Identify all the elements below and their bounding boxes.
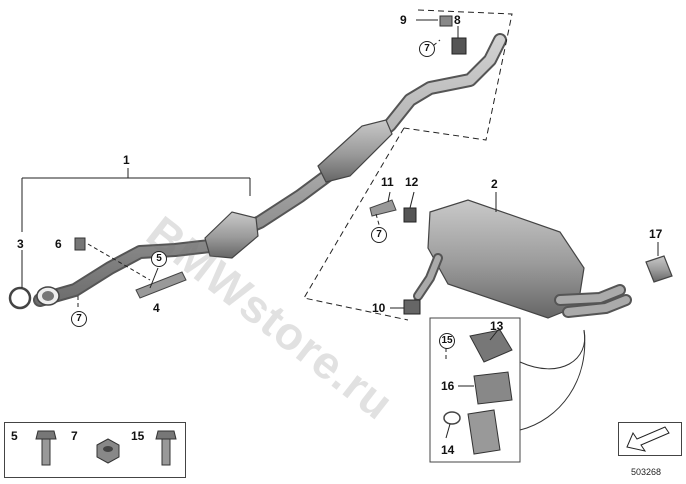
- callout-2: 2: [491, 177, 498, 191]
- legend-number-15: 15: [131, 429, 145, 443]
- front-pipe: [33, 33, 507, 307]
- arrow-icon: [626, 426, 670, 452]
- callout-7-circled-c: 7: [371, 227, 387, 243]
- callout-14: 14: [441, 443, 455, 457]
- reference-number: 503268: [631, 467, 662, 477]
- callout-9: 9: [400, 13, 407, 27]
- small-parts: [8, 15, 467, 315]
- bolt-icon: [155, 430, 177, 466]
- fastener-legend: 5 7 15: [4, 422, 186, 478]
- catalytic-converter: [204, 211, 259, 259]
- callout-4: 4: [153, 301, 160, 315]
- callout-7-circled-a: 7: [71, 311, 87, 327]
- tailpipe-sleeve: [645, 255, 673, 283]
- callout-12: 12: [405, 175, 419, 189]
- callout-13: 13: [490, 319, 504, 333]
- detail-inset: [429, 317, 586, 463]
- nut-icon: [96, 438, 120, 464]
- callout-5-circled: 5: [151, 251, 167, 267]
- callout-15-circled: 15: [439, 333, 455, 349]
- center-silencer: [317, 119, 393, 183]
- callout-16: 16: [441, 379, 455, 393]
- callout-1: 1: [123, 153, 130, 167]
- legend-number-5: 5: [11, 429, 18, 443]
- callout-17: 17: [649, 227, 663, 241]
- rear-muffler: [413, 199, 632, 319]
- callout-7-circled-b: 7: [419, 41, 435, 57]
- callout-10: 10: [372, 301, 386, 315]
- callout-8: 8: [454, 13, 461, 27]
- group-boundaries: [303, 9, 513, 321]
- bolt-icon: [35, 430, 57, 466]
- direction-indicator: [618, 422, 682, 456]
- callout-6: 6: [55, 237, 62, 251]
- legend-number-7: 7: [71, 429, 78, 443]
- callout-11: 11: [381, 175, 394, 189]
- callout-3: 3: [17, 237, 24, 251]
